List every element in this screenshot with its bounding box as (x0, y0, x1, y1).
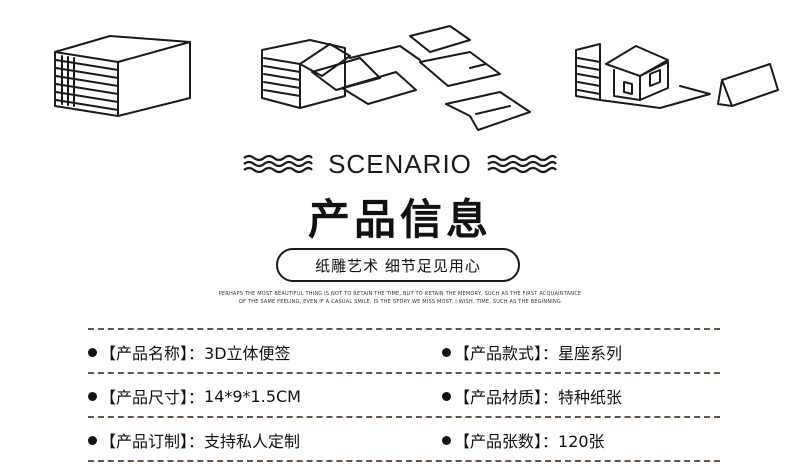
bullet-icon (88, 435, 97, 445)
bullet-icon (88, 347, 97, 357)
bullet-icon (88, 391, 97, 401)
wave-ornament-right-icon (487, 154, 557, 174)
page-title: 产品信息 (307, 195, 492, 244)
header-illustration (54, 25, 779, 131)
bullet-icon (442, 347, 451, 357)
spec-label: 【产品张数】： (454, 432, 559, 451)
paper-house-icon (575, 43, 711, 109)
divider-2 (88, 372, 720, 374)
spec-item: 【产品张数】： 120张 (442, 428, 605, 452)
subtitle-pill: 纸雕艺术 细节足见用心 (276, 248, 520, 282)
spec-item: 【产品材质】： 特种纸张 (442, 384, 622, 408)
divider-3 (88, 416, 720, 418)
spec-item: 【产品订制】： 支持私人定制 (88, 428, 300, 452)
bullet-icon (442, 391, 451, 401)
divider-1 (88, 328, 720, 330)
divider-4 (88, 460, 720, 462)
spec-value: 支持私人定制 (204, 432, 301, 451)
spec-label: 【产品名称】： (100, 344, 205, 363)
tent-card-icon (717, 63, 779, 107)
stacked-paper-block-icon (54, 35, 191, 117)
spec-item: 【产品名称】： 3D立体便签 (88, 340, 291, 364)
spec-value: 特种纸张 (558, 388, 623, 407)
scenario-text: SCENARIO (328, 148, 472, 179)
spec-label: 【产品款式】： (454, 344, 559, 363)
spec-item: 【产品款式】： 星座系列 (442, 340, 622, 364)
spec-item: 【产品尺寸】： 14*9*1.5CM (88, 384, 301, 408)
tagline-line-2: OF THE SAME FEELING, EVEN IF A CASUAL SM… (239, 299, 561, 305)
spec-value: 14*9*1.5CM (204, 386, 301, 406)
spec-value: 星座系列 (558, 344, 623, 363)
spec-label: 【产品尺寸】： (100, 388, 205, 407)
tagline: PERHAPS THE MOST BEAUTIFUL THING IS NOT … (200, 290, 600, 306)
subtitle-pill-text: 纸雕艺术 细节足见用心 (315, 256, 481, 275)
spec-label: 【产品订制】： (100, 432, 205, 451)
flying-notes-icon (261, 25, 531, 131)
bullet-icon (442, 435, 451, 445)
scenario-heading: SCENARIO (0, 146, 800, 182)
wave-ornament-left-icon (243, 154, 313, 174)
spec-label: 【产品材质】： (454, 388, 559, 407)
spec-value: 120张 (558, 432, 605, 451)
spec-value: 3D立体便签 (204, 344, 291, 363)
tagline-line-1: PERHAPS THE MOST BEAUTIFUL THING IS NOT … (218, 291, 582, 297)
